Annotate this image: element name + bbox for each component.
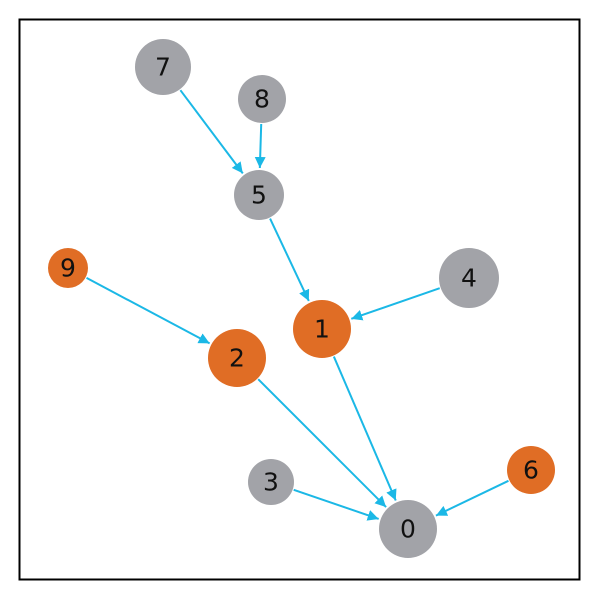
node-6: 6 bbox=[507, 446, 555, 494]
edge-8-to-5 bbox=[254, 123, 266, 169]
edge-6-to-0 bbox=[435, 479, 509, 517]
node-2-label: 2 bbox=[229, 344, 245, 373]
node-8-circle bbox=[238, 75, 286, 123]
node-1-circle bbox=[293, 300, 351, 358]
edge-9-to-2 bbox=[86, 276, 211, 345]
node-5-circle bbox=[234, 170, 284, 220]
node-3: 3 bbox=[248, 459, 294, 505]
edge-5-to-1 bbox=[269, 218, 310, 302]
node-3-label: 3 bbox=[263, 468, 279, 497]
edge-7-to-5 bbox=[179, 89, 244, 174]
edge-3-to-0 bbox=[293, 488, 380, 521]
node-6-circle bbox=[507, 446, 555, 494]
nodes-layer: 0 1 2 3 4 5 6 7 8 9 bbox=[48, 39, 555, 558]
node-5-label: 5 bbox=[251, 181, 267, 210]
node-9-circle bbox=[48, 248, 88, 288]
edge-4-to-1 bbox=[350, 287, 441, 321]
node-1: 1 bbox=[293, 300, 351, 358]
node-0-circle bbox=[379, 500, 437, 558]
node-0-label: 0 bbox=[400, 515, 416, 544]
node-4-circle bbox=[439, 248, 499, 308]
node-9: 9 bbox=[48, 248, 88, 288]
node-5: 5 bbox=[234, 170, 284, 220]
node-0: 0 bbox=[379, 500, 437, 558]
node-7-circle bbox=[135, 39, 191, 95]
node-9-label: 9 bbox=[60, 254, 76, 283]
node-2-circle bbox=[208, 329, 266, 387]
edge-1-to-0 bbox=[332, 356, 397, 501]
node-4-label: 4 bbox=[461, 264, 477, 293]
node-4: 4 bbox=[439, 248, 499, 308]
node-7-label: 7 bbox=[155, 53, 171, 82]
node-3-circle bbox=[248, 459, 294, 505]
node-8-label: 8 bbox=[254, 85, 270, 114]
node-7: 7 bbox=[135, 39, 191, 95]
node-6-label: 6 bbox=[523, 456, 539, 485]
edges-layer bbox=[86, 89, 509, 521]
plot-frame bbox=[18, 18, 581, 581]
node-1-label: 1 bbox=[314, 315, 330, 344]
node-2: 2 bbox=[208, 329, 266, 387]
edge-2-to-0 bbox=[257, 378, 387, 508]
node-8: 8 bbox=[238, 75, 286, 123]
